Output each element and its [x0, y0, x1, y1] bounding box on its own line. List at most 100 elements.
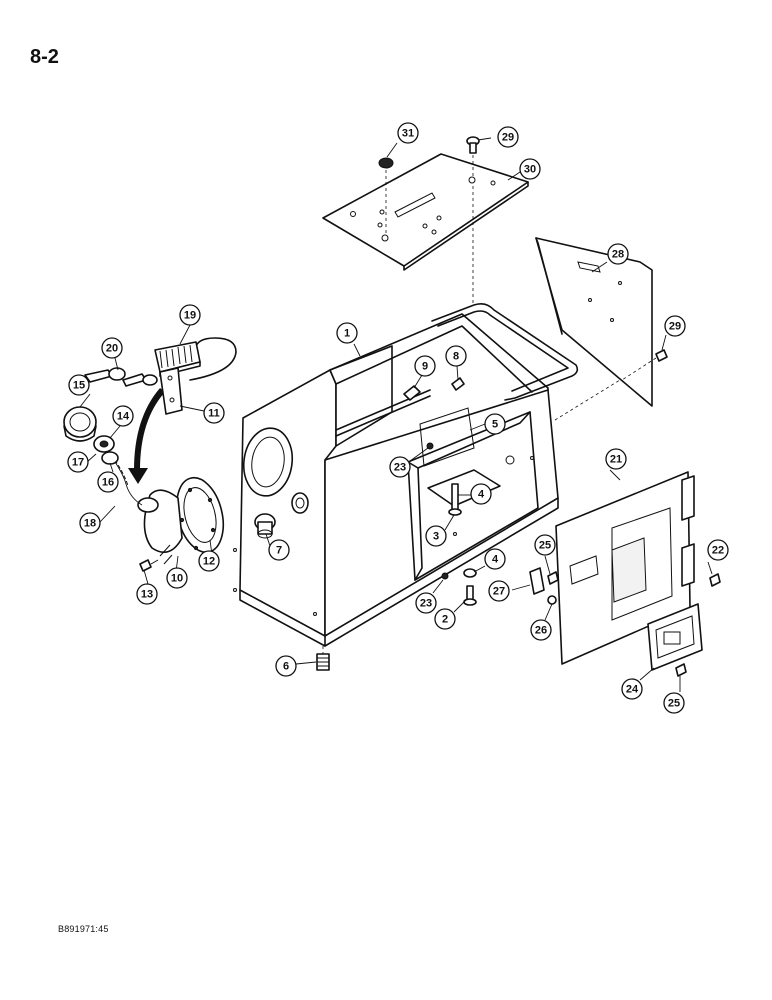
- callout-17: 17: [67, 451, 89, 473]
- door-panel-21: [555, 471, 695, 665]
- nut-31: [378, 157, 394, 236]
- callout-label: 24: [626, 684, 639, 696]
- screw-22: [709, 573, 721, 587]
- callout-label: 16: [102, 477, 114, 489]
- bolt-29-top: [466, 136, 480, 177]
- callout-7: 7: [268, 539, 290, 561]
- callout-27: 27: [488, 580, 510, 602]
- callout-circle: [397, 122, 419, 144]
- callout-circle: [488, 580, 510, 602]
- callout-label: 25: [668, 698, 680, 710]
- callout-label: 27: [493, 586, 505, 598]
- callout-circle: [336, 322, 358, 344]
- callout-label: 23: [420, 598, 432, 610]
- callout-circle: [67, 451, 89, 473]
- callout-24: 24: [621, 678, 643, 700]
- callout-21: 21: [605, 448, 627, 470]
- striker-27: [529, 567, 545, 595]
- callout-label: 23: [394, 462, 406, 474]
- bolt-13: [139, 559, 159, 572]
- callout-label: 28: [612, 249, 624, 261]
- screw-23-upper: [426, 442, 434, 450]
- callout-circle: [415, 592, 437, 614]
- callout-label: 14: [117, 411, 130, 423]
- callout-circle: [275, 655, 297, 677]
- callout-20: 20: [101, 337, 123, 359]
- screw-25-lower: [675, 663, 687, 677]
- callout-label: 7: [276, 545, 282, 557]
- callout-label: 1: [344, 328, 350, 340]
- washer-26: [547, 595, 557, 605]
- callout-3: 3: [425, 525, 447, 547]
- callout-circle: [664, 315, 686, 337]
- callout-label: 8: [453, 351, 459, 363]
- callout-circle: [470, 483, 492, 505]
- callout-label: 17: [72, 457, 84, 469]
- callout-circle: [203, 402, 225, 424]
- assembly-line-2: [554, 379, 621, 421]
- callout-circle: [97, 471, 119, 493]
- callout-circle: [497, 126, 519, 148]
- callout-circle: [425, 525, 447, 547]
- callout-8: 8: [445, 345, 467, 367]
- callout-label: 30: [524, 164, 536, 176]
- callout-19: 19: [179, 304, 201, 326]
- callout-1: 1: [336, 322, 358, 344]
- callout-label: 3: [433, 531, 439, 543]
- callout-label: 6: [283, 661, 289, 673]
- callout-label: 4: [492, 554, 499, 566]
- callout-circle: [101, 337, 123, 359]
- hasp-11: [159, 367, 183, 415]
- callout-circle: [445, 345, 467, 367]
- nut-4-lower: [463, 568, 477, 578]
- callout-circle: [179, 304, 201, 326]
- callout-circle: [534, 534, 556, 556]
- callout-label: 29: [669, 321, 681, 333]
- bolt-3: [448, 483, 462, 516]
- callout-18: 18: [79, 512, 101, 534]
- callout-15: 15: [68, 374, 90, 396]
- bolt-29-side: [621, 349, 668, 381]
- bolt-2: [463, 585, 477, 606]
- callout-label: 10: [171, 573, 183, 585]
- callout-circle: [605, 448, 627, 470]
- callout-circle: [621, 678, 643, 700]
- callout-label: 31: [402, 128, 414, 140]
- callout-16: 16: [97, 471, 119, 493]
- callout-circle: [112, 405, 134, 427]
- callout-circle: [136, 583, 158, 605]
- callout-label: 20: [106, 343, 118, 355]
- callout-label: 9: [422, 361, 428, 373]
- callout-circle: [198, 550, 220, 572]
- callout-label: 13: [141, 589, 153, 601]
- plug-7: [254, 513, 276, 539]
- cap-15: [63, 406, 97, 442]
- drain-plug-6: [316, 646, 330, 671]
- callout-14: 14: [112, 405, 134, 427]
- callout-label: 21: [610, 454, 622, 466]
- callout-label: 29: [502, 132, 514, 144]
- callout-10: 10: [166, 567, 188, 589]
- callout-label: 19: [184, 310, 196, 322]
- callout-4: 4: [484, 548, 506, 570]
- callout-label: 22: [712, 545, 724, 557]
- callout-circle: [530, 619, 552, 641]
- callout-circle: [268, 539, 290, 561]
- callout-circle: [707, 539, 729, 561]
- fitting-9: [403, 385, 421, 401]
- page-number: 8-2: [30, 46, 59, 68]
- lock-cylinder: [93, 435, 119, 465]
- callout-12: 12: [198, 550, 220, 572]
- callout-circle: [607, 243, 629, 265]
- callout-28: 28: [607, 243, 629, 265]
- callout-label: 15: [73, 380, 85, 392]
- callout-label: 12: [203, 556, 215, 568]
- callout-2: 2: [434, 608, 456, 630]
- callout-23: 23: [415, 592, 437, 614]
- top-plate: [322, 153, 529, 271]
- callout-30: 30: [519, 158, 541, 180]
- assembly-arrow: [128, 388, 165, 484]
- callout-6: 6: [275, 655, 297, 677]
